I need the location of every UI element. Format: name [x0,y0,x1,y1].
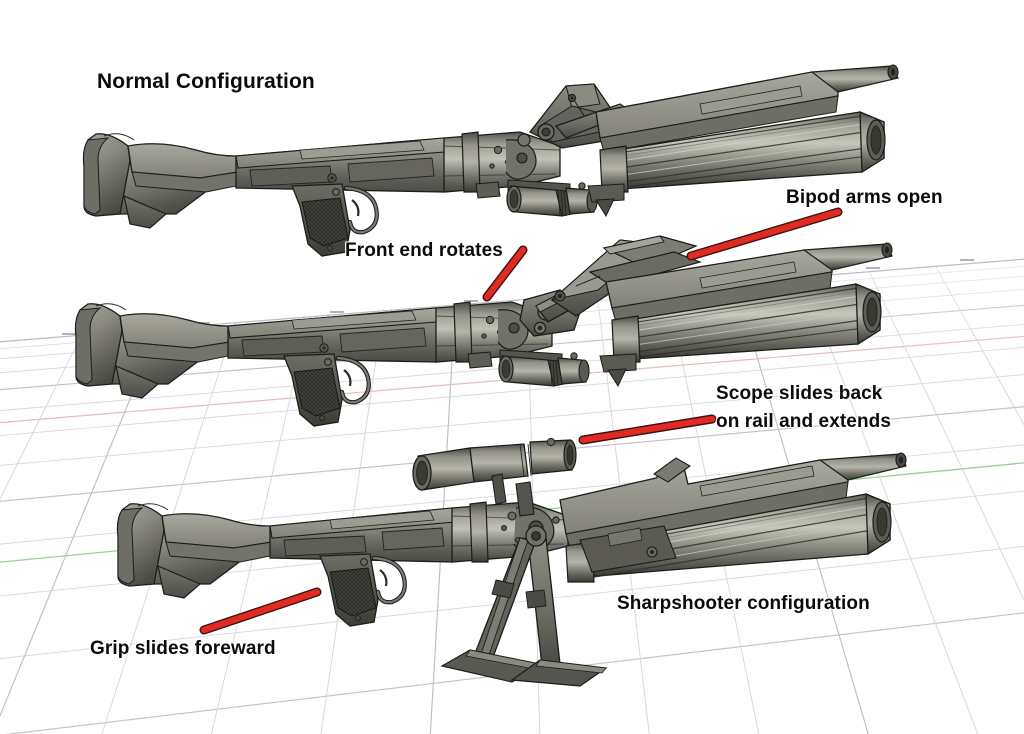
underbody-details-transition [467,351,637,388]
barrel-shroud-normal [599,111,886,193]
annotation-bipod-arms-open: Bipod arms open [786,187,943,208]
pointer-arrows [199,207,843,635]
buttstock-transition [74,303,231,399]
buttstock-sharpshooter [116,503,273,599]
annotation-scope-line-2: on rail and extends [716,410,892,432]
rail-transition [605,242,893,323]
pointer-scope [578,414,717,445]
buttstock-normal [82,133,239,229]
receiver-normal [235,137,473,193]
annotation-scope-line-1: Scope slides back [716,383,883,404]
rifle-normal[interactable] [82,64,899,257]
annotation-grip-slides-foreward: Grip slides foreward [90,638,276,659]
rail-normal [595,64,899,153]
scope-sharpshooter [412,437,577,517]
underbody-details-sharpshooter [579,525,677,573]
bipod-stand-sharpshooter [440,525,608,687]
grip-transition [283,353,371,427]
underbody-details-normal [475,181,625,218]
bipod-open-transition [519,235,702,337]
pointer-bipod-arms [686,207,843,261]
barrel-shroud-transition [611,283,882,363]
scope-transition [498,349,590,387]
rifle-sharpshooter[interactable] [116,437,907,687]
annotation-scope-slides-back: Scope slides back on rail and extends [716,380,891,435]
bipod-folded-normal [517,83,634,149]
rifle-transition[interactable] [74,235,893,427]
pointer-front-end [482,245,528,302]
annotation-sharpshooter-configuration: Sharpshooter configuration [617,593,870,614]
grip-normal [291,183,379,257]
barrel-mid-normal [443,131,561,193]
annotation-front-end-rotates: Front end rotates [345,240,503,261]
annotation-normal-configuration: Normal Configuration [97,70,315,93]
scope-normal [506,179,598,217]
grip-sharpshooter [319,553,407,627]
receiver-transition [227,307,465,363]
pointer-grip [199,587,322,635]
